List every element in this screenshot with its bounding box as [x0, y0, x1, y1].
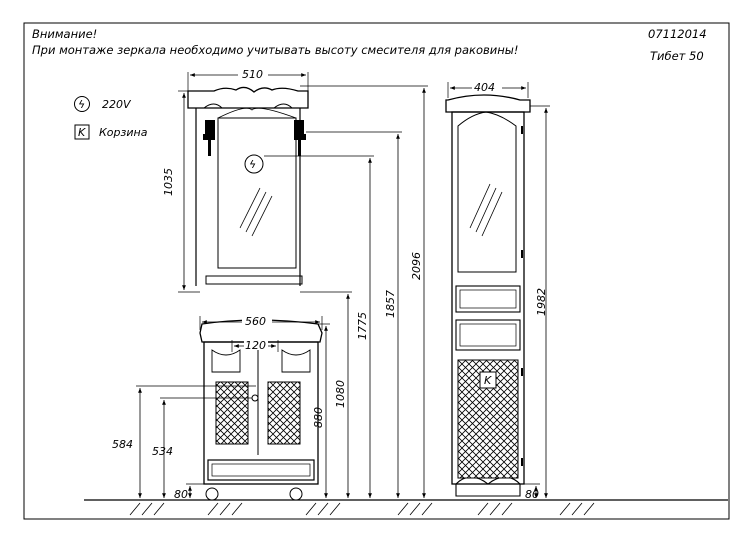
vanity-leg-label: 80: [174, 488, 188, 501]
vanity-leg-right: [289, 487, 303, 501]
lattice-right: [267, 381, 301, 445]
elev-1080-label: 1080: [334, 380, 347, 408]
lamp-right: [294, 120, 306, 156]
mirror-width-label: 510: [242, 68, 263, 81]
legend: ϟ 220V K Корзина: [74, 96, 148, 140]
elev-2096-label: 2096: [410, 252, 423, 280]
lamp-left: [203, 120, 215, 156]
lattice-left: [215, 381, 249, 445]
height-584-label: 584: [112, 438, 133, 451]
basket-symbol: K: [78, 126, 86, 139]
mirror-height-label: 1035: [162, 168, 175, 196]
column-leg-label: 80: [525, 488, 539, 501]
column-height-label: 1982: [535, 288, 548, 316]
socket-icon: [244, 154, 264, 174]
power-symbol: ϟ: [78, 98, 85, 111]
column-basket-icon: [479, 371, 497, 389]
basket-icon: [74, 124, 90, 140]
door-knob-icon: [251, 394, 259, 402]
column-width-label: 404: [474, 81, 495, 94]
vanity-width-label: 560: [245, 315, 266, 328]
model-name: Тибет 50: [650, 49, 704, 63]
floor: [84, 499, 728, 516]
mirror: [187, 86, 309, 286]
vanity-drawer: [207, 459, 315, 481]
elev-1775-label: 1775: [356, 312, 369, 340]
elev-1857-label: 1857: [384, 290, 397, 318]
mirror-shelf: [205, 275, 303, 285]
column-drawer-1: [455, 285, 521, 313]
power-icon: [74, 96, 90, 112]
vanity-height-label: 880: [312, 407, 325, 428]
doc-code: 07112014: [648, 27, 707, 41]
warning-title: Внимание!: [32, 27, 97, 41]
warning-text: При монтаже зеркала необходимо учитывать…: [32, 43, 518, 57]
vanity-leg-left: [205, 487, 219, 501]
column-drawer-2: [455, 319, 521, 351]
height-534-label: 534: [152, 445, 173, 458]
mirror-glass: [217, 117, 297, 269]
basin-offset-label: 120: [245, 339, 266, 352]
basket-label: Корзина: [99, 126, 148, 139]
drawing-frame: [23, 22, 730, 520]
hinge-icons: [521, 126, 523, 466]
power-label: 220V: [102, 98, 132, 111]
socket-symbol: ϟ: [249, 158, 256, 171]
column-basket-symbol: K: [484, 374, 492, 387]
